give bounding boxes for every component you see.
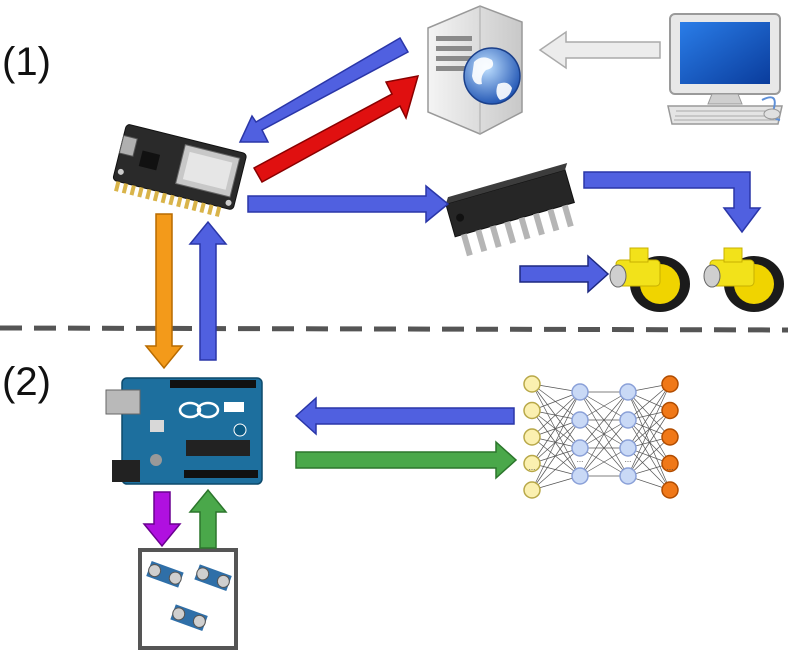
nn-connection bbox=[627, 447, 671, 491]
nn-node bbox=[571, 439, 589, 457]
nn-connection bbox=[531, 410, 581, 449]
server-icon bbox=[427, 5, 523, 135]
ic-chip-icon bbox=[445, 162, 575, 257]
nn-ellipsis: ... bbox=[529, 463, 536, 472]
nn-ellipsis: ... bbox=[625, 455, 632, 464]
nn-node bbox=[571, 411, 589, 429]
nn-connection bbox=[531, 383, 581, 449]
section-2-label: (2) bbox=[2, 360, 51, 404]
nn-node bbox=[619, 411, 637, 429]
nn-connection bbox=[531, 447, 581, 491]
nn-node bbox=[619, 439, 637, 457]
nn-node bbox=[661, 375, 679, 393]
nn-node bbox=[619, 383, 637, 401]
nn-connection bbox=[627, 383, 671, 449]
nn-connection bbox=[531, 436, 581, 477]
nn-connection bbox=[579, 391, 629, 421]
nn-connection bbox=[627, 419, 671, 491]
arrow-nodemcu-to-server bbox=[252, 75, 420, 184]
nn-node bbox=[661, 401, 679, 420]
nn-connection bbox=[627, 383, 671, 421]
nn-node bbox=[571, 383, 589, 401]
nn-node bbox=[523, 428, 541, 446]
nn-node bbox=[523, 375, 541, 393]
nn-connection bbox=[531, 419, 581, 491]
nn-node bbox=[661, 428, 679, 446]
nn-connection bbox=[579, 391, 629, 449]
motor-wheel-2-icon bbox=[703, 247, 784, 312]
section-divider bbox=[0, 325, 788, 333]
arrow-arduino-to-nn bbox=[295, 440, 518, 480]
arrow-arduino-to-nodemcu bbox=[188, 220, 228, 361]
arduino-uno-icon bbox=[105, 377, 263, 485]
motor-wheel-1-icon bbox=[609, 247, 690, 312]
nn-connection bbox=[627, 410, 671, 477]
nn-connection bbox=[579, 419, 629, 477]
nn-connection bbox=[627, 383, 671, 477]
nn-connection bbox=[579, 391, 629, 477]
nodemcu-board-icon bbox=[112, 124, 247, 217]
arrow-arduino-to-sensors bbox=[142, 491, 182, 548]
ultrasonic-sensors-icon bbox=[138, 548, 238, 650]
arrow-nodemcu-to-chip bbox=[247, 184, 450, 224]
nn-node bbox=[523, 454, 541, 473]
nn-connection bbox=[531, 391, 581, 464]
nn-node bbox=[571, 467, 589, 485]
arrow-server-to-nodemcu bbox=[238, 36, 410, 143]
nn-connection bbox=[531, 383, 581, 477]
nn-ellipsis: ... bbox=[577, 455, 584, 464]
section-1-label: (1) bbox=[2, 40, 51, 84]
nn-connection bbox=[531, 383, 581, 421]
arrow-nn-to-arduino bbox=[294, 396, 515, 436]
nn-connection bbox=[627, 391, 671, 464]
nn-connection bbox=[627, 419, 671, 464]
arrow-to-motor-1 bbox=[519, 254, 610, 294]
nn-connection bbox=[531, 410, 581, 477]
nn-connection bbox=[627, 391, 671, 438]
nn-node bbox=[661, 481, 679, 499]
nn-connection bbox=[627, 391, 671, 491]
arrow-nodemcu-to-arduino bbox=[144, 213, 184, 370]
arrow-chip-to-motor bbox=[583, 171, 762, 234]
nn-connection bbox=[579, 447, 629, 477]
computer-icon bbox=[667, 13, 783, 125]
nn-node bbox=[523, 401, 541, 420]
arrow-computer-to-server bbox=[538, 30, 661, 70]
neural-network-icon: ............ bbox=[523, 375, 679, 499]
nn-ellipsis: ... bbox=[667, 463, 674, 472]
nn-connection bbox=[627, 436, 671, 477]
nn-node bbox=[661, 454, 679, 473]
nn-connection bbox=[531, 391, 581, 491]
nn-node bbox=[523, 481, 541, 499]
nn-node bbox=[619, 467, 637, 485]
nn-connection bbox=[531, 391, 581, 438]
arrow-sensors-to-arduino bbox=[188, 488, 228, 549]
